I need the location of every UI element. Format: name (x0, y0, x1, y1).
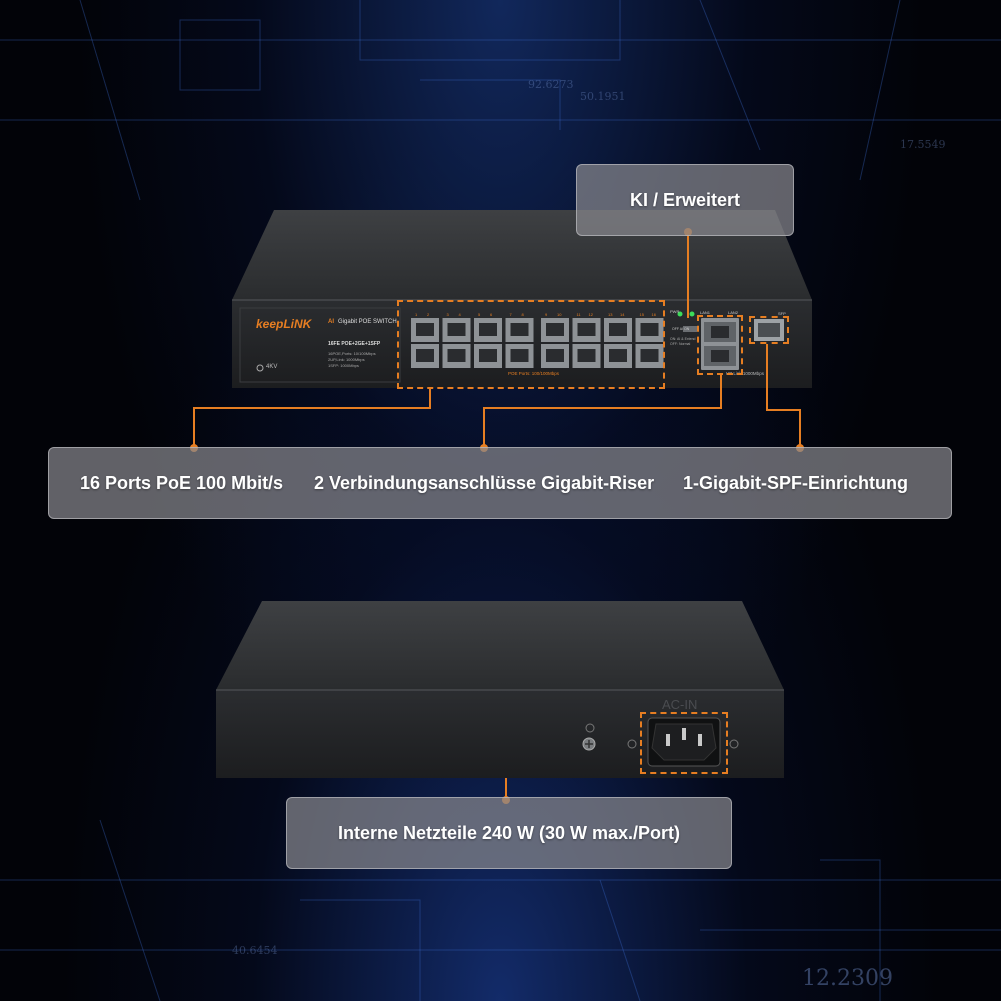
ground-symbol-icon (585, 723, 595, 733)
mode-desc: OFF: Normal (670, 342, 691, 346)
callout-power-text: Interne Netzteile 240 W (30 W max./Port) (337, 822, 681, 843)
mode-led (689, 311, 695, 317)
uplink-name: LAN1 (700, 310, 711, 315)
sfp-highlight (749, 316, 789, 344)
callout-power: Interne Netzteile 240 W (30 W max./Port) (286, 797, 732, 869)
ac-in-label: AC-IN (662, 697, 698, 712)
rj45-port-opening (479, 323, 497, 336)
callout-ai: KI / Erweitert (576, 164, 794, 236)
rj45-port-opening (479, 349, 497, 362)
bg-number: 12.2309 (802, 966, 893, 991)
callout-sfp-text: 1-Gigabit-SPF-Einrichtung (683, 472, 908, 493)
poe-ports-highlight (397, 300, 665, 389)
callout-ai-text: KI / Erweitert (629, 189, 741, 210)
rj45-port-opening (416, 349, 434, 362)
mode-ai: AI (679, 327, 684, 331)
port-number-label: 5 (478, 312, 481, 317)
mode-on: ON (684, 327, 690, 331)
port-number-label: 11 (576, 312, 581, 317)
bg-number: 92.6273 (528, 78, 574, 91)
pwr-label: PWR (670, 309, 680, 314)
port-number-label: 6 (490, 312, 493, 317)
port-number-label: 8 (521, 312, 524, 317)
port-number-label: 1 (415, 312, 418, 317)
bg-number: 40.6454 (232, 944, 278, 957)
port-number-label: 7 (509, 312, 512, 317)
rj45-port-opening (447, 323, 466, 336)
port-number-label: 2 (427, 312, 430, 317)
sfp-label: SFP (778, 311, 786, 316)
uplink-speed-label: UP Link:1000Mbps (726, 371, 764, 376)
screw-icon (256, 364, 264, 372)
sfp-port (754, 319, 784, 341)
port-number-label: 4 (458, 312, 461, 317)
rj45-port-opening (546, 323, 564, 336)
model-prefix: AI (328, 319, 334, 325)
surge-label: 4KV (266, 364, 278, 370)
port-number-label: 12 (588, 312, 593, 317)
rj45-port-opening (510, 323, 529, 336)
port-number-label: 16 (651, 312, 656, 317)
port-number-label: 14 (620, 312, 625, 317)
power-led (677, 311, 683, 317)
port-number-label: 13 (608, 312, 613, 317)
callout-poe-text: 16 Ports PoE 100 Mbit/s (80, 472, 284, 493)
rj45-port-opening (577, 323, 596, 336)
bg-number: 50.1951 (580, 90, 626, 103)
rj45-port-opening (609, 323, 627, 336)
rj45-port-opening (447, 349, 466, 362)
callout-features: 16 Ports PoE 100 Mbit/s 2 Verbindungsans… (48, 447, 952, 519)
port-number-label: 15 (639, 312, 644, 317)
spec-line: 16POE,Ports: 10/100Mbps (328, 351, 376, 356)
mode-label: OFF AI ON (672, 327, 689, 331)
rj45-port-opening (546, 349, 564, 362)
rj45-port-opening (640, 323, 659, 336)
port-number-label: 10 (557, 312, 562, 317)
mode-switch (683, 326, 697, 332)
callout-uplink-text: 2 Verbindungsanschlüsse Gigabit-Riser (314, 472, 655, 493)
bg-number: 17.5549 (900, 138, 946, 151)
port-number-label: 3 (446, 312, 449, 317)
ac-inlet-highlight (640, 712, 728, 774)
mode-desc: ON: AI & Extend (670, 337, 696, 341)
rj45-port-opening (510, 349, 529, 362)
poe-ports (411, 318, 664, 368)
spec-line: 1SFP: 1000Mbps (328, 363, 359, 368)
rj45-port-opening (416, 323, 434, 336)
rear-top-face (216, 601, 784, 690)
rj45-port-opening (577, 349, 596, 362)
rj45-port-opening (609, 349, 627, 362)
uplink-ports (701, 318, 739, 370)
brand-logo: keepLiNK (256, 317, 312, 331)
uplink-name: LAN2 (728, 310, 739, 315)
rj45-port-opening (640, 349, 659, 362)
poe-ports-label: POE Ports: 100/100Mbps (508, 371, 560, 376)
model-name: Gigabit POE SWITCH (338, 319, 397, 325)
spec-line: 2UP,Link: 1000Mbps (328, 357, 365, 362)
spec-title: 16FE POE+2GE+1SFP (328, 341, 381, 347)
mode-off: OFF (672, 327, 679, 331)
ac-right-screw-icon (729, 739, 739, 749)
ac-left-screw-icon (627, 739, 637, 749)
port-number-label: 9 (545, 312, 548, 317)
